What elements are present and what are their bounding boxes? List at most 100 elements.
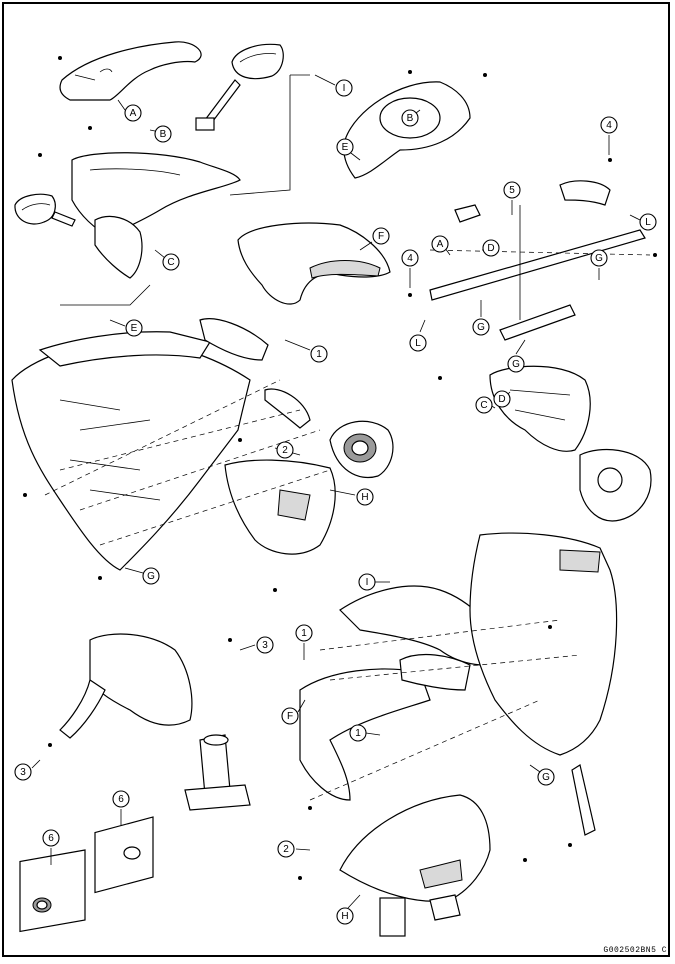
callout-label: 1 bbox=[316, 349, 322, 360]
callout-leader-line bbox=[629, 214, 641, 221]
callout-circle bbox=[142, 567, 160, 585]
callout-h-lower-right-cowl: H bbox=[336, 894, 361, 925]
callout-label: 4 bbox=[407, 253, 413, 264]
callout-leader-line bbox=[124, 567, 144, 574]
callout-circle bbox=[336, 907, 354, 925]
callout-circle bbox=[125, 319, 143, 337]
callout-label: E bbox=[131, 323, 138, 334]
callout-circle bbox=[276, 441, 294, 459]
callout-c-upper-left-cowl: C bbox=[154, 249, 180, 271]
callout-circle bbox=[256, 636, 274, 654]
assembly-lines bbox=[44, 74, 651, 801]
callout-circle bbox=[537, 768, 555, 786]
callout-circle bbox=[358, 573, 376, 591]
callout-circle bbox=[372, 227, 390, 245]
callout-h-upper-left-cowl: H bbox=[329, 488, 374, 506]
main-upper-cowl bbox=[11, 331, 251, 571]
callout-6-caps: 6 bbox=[42, 829, 60, 865]
callout-leader-line bbox=[295, 848, 311, 851]
callout-i-meter-cover: I bbox=[314, 74, 353, 97]
callout-circle bbox=[431, 235, 449, 253]
callout-label: 2 bbox=[283, 844, 289, 855]
cap-box-left bbox=[19, 849, 86, 933]
callout-label: 2 bbox=[282, 445, 288, 456]
callout-label: G bbox=[147, 571, 155, 582]
callout-e-meter-cover: E bbox=[336, 138, 361, 161]
callout-circle bbox=[507, 355, 525, 373]
callout-g-bracket: G bbox=[507, 339, 526, 373]
side-panel-small bbox=[199, 318, 311, 429]
callout-b-meter-cover: B bbox=[401, 109, 421, 127]
callout-3-front-fender: 3 bbox=[14, 759, 41, 781]
callout-label: I bbox=[366, 577, 369, 588]
callout-circle bbox=[336, 138, 354, 156]
callout-circle bbox=[335, 79, 353, 97]
callout-circle bbox=[401, 249, 419, 267]
callout-label: G bbox=[512, 359, 520, 370]
callout-label: D bbox=[498, 394, 505, 405]
callout-d-bracket: D bbox=[482, 239, 500, 257]
callout-leader-line bbox=[515, 339, 526, 355]
callout-circle bbox=[503, 181, 521, 199]
callout-circle bbox=[482, 239, 500, 257]
callout-circle bbox=[124, 104, 142, 122]
callout-circle bbox=[162, 253, 180, 271]
callout-a-upper-left-cowl: A bbox=[117, 99, 142, 122]
callout-leader-line bbox=[347, 894, 361, 909]
callout-label: C bbox=[167, 257, 174, 268]
callout-4-bracket: 4 bbox=[600, 116, 618, 155]
callout-label: 4 bbox=[606, 120, 612, 131]
callout-leader-line bbox=[419, 319, 426, 333]
callout-b-upper-left-cowl: B bbox=[149, 125, 172, 143]
lower-cowl bbox=[339, 764, 596, 937]
callout-label: L bbox=[415, 338, 421, 349]
callout-leader-line bbox=[154, 249, 166, 259]
callout-leader-line bbox=[529, 764, 541, 773]
callout-circle bbox=[14, 763, 32, 781]
callout-l-bracket: L bbox=[629, 213, 657, 231]
callout-label: 6 bbox=[118, 794, 124, 805]
callout-l-bracket: L bbox=[409, 319, 427, 352]
callout-2-lower-right-cowl: 2 bbox=[277, 840, 311, 858]
callout-6-caps: 6 bbox=[112, 790, 130, 825]
callout-label: D bbox=[487, 243, 494, 254]
upper-cover-part bbox=[59, 41, 202, 101]
meter-cover bbox=[343, 81, 471, 179]
callout-circle bbox=[281, 707, 299, 725]
callout-circle bbox=[112, 790, 130, 808]
callout-label: C bbox=[480, 400, 487, 411]
large-right-panel bbox=[469, 532, 618, 756]
callout-leader-line bbox=[31, 759, 41, 769]
callout-circle bbox=[42, 829, 60, 847]
callout-leader-line bbox=[117, 99, 126, 111]
callout-1-lower-right-cowl: 1 bbox=[349, 724, 381, 742]
callout-leader-line bbox=[109, 319, 126, 327]
callout-circle bbox=[277, 840, 295, 858]
callout-label: 1 bbox=[301, 628, 307, 639]
right-side-cowl bbox=[299, 654, 471, 801]
callout-leader-line bbox=[314, 74, 336, 86]
callout-5-bracket: 5 bbox=[503, 181, 521, 215]
callout-label: H bbox=[341, 911, 348, 922]
fastener-dots bbox=[23, 56, 657, 880]
front-fender bbox=[59, 633, 251, 811]
callout-label: 5 bbox=[509, 185, 515, 196]
callout-label: G bbox=[542, 772, 550, 783]
callout-circle bbox=[590, 249, 608, 267]
callout-label: G bbox=[595, 253, 603, 264]
callout-circle bbox=[349, 724, 367, 742]
callout-circle bbox=[639, 213, 657, 231]
callout-label: 3 bbox=[262, 640, 268, 651]
callout-circle bbox=[310, 345, 328, 363]
lower-inner-cover bbox=[224, 459, 336, 555]
left-side-cowl-upper bbox=[237, 222, 391, 305]
right-mirror bbox=[14, 193, 76, 227]
callout-label: H bbox=[361, 492, 368, 503]
callout-circle bbox=[295, 624, 313, 642]
callout-leader-line bbox=[329, 489, 356, 496]
callout-4-bracket: 4 bbox=[401, 249, 419, 288]
callout-leader-line bbox=[284, 339, 311, 351]
